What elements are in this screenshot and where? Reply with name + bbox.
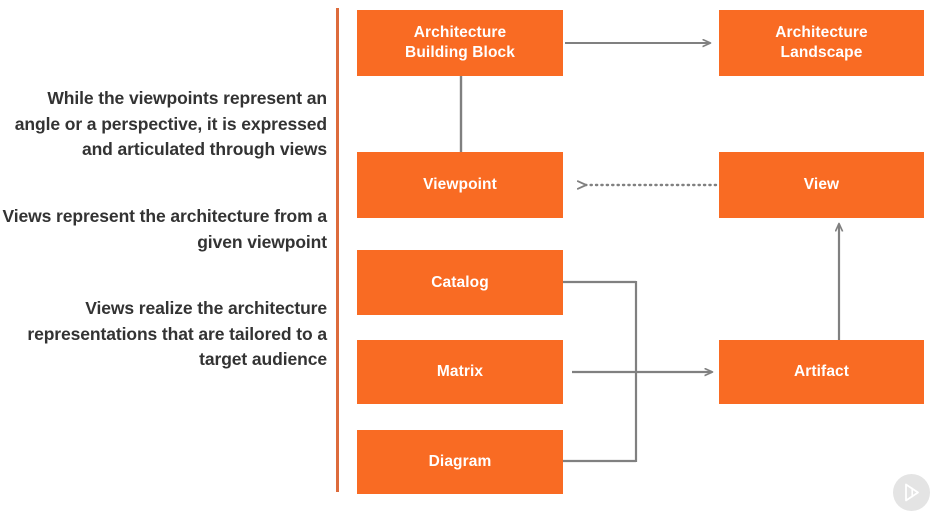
node-catalog[interactable]: Catalog <box>357 250 563 315</box>
narrative-note-3: Views realize the architecture represent… <box>27 298 327 369</box>
narrative-note-1: While the viewpoints represent an angle … <box>14 88 327 159</box>
node-label-line1: Architecture <box>413 24 507 41</box>
node-label-line1: Catalog <box>431 273 489 291</box>
node-matrix[interactable]: Matrix <box>357 340 563 404</box>
node-architecture-building-block[interactable]: Architecture Building Block <box>357 10 563 76</box>
node-label-line1: Diagram <box>428 453 492 470</box>
node-diagram[interactable]: Diagram <box>357 430 563 494</box>
node-label-line1: Matrix <box>436 363 484 380</box>
node-label-line1: Viewpoint <box>423 176 497 193</box>
play-triangle-icon <box>893 474 930 511</box>
node-label-line2: Landscape <box>780 44 863 61</box>
node-viewpoint[interactable]: Viewpoint <box>357 152 563 218</box>
node-view[interactable]: View <box>719 152 924 218</box>
node-architecture-landscape[interactable]: Architecture Landscape <box>719 10 924 76</box>
node-label-line1: View <box>803 176 840 193</box>
node-label-line1: Artifact <box>793 363 850 380</box>
node-artifact[interactable]: Artifact <box>719 340 924 404</box>
narrative-note-2: Views represent the architecture from a … <box>2 206 327 252</box>
node-label-line2: Building Block <box>405 44 515 61</box>
node-label-line1: Architecture <box>775 24 868 41</box>
vertical-divider <box>336 8 339 492</box>
